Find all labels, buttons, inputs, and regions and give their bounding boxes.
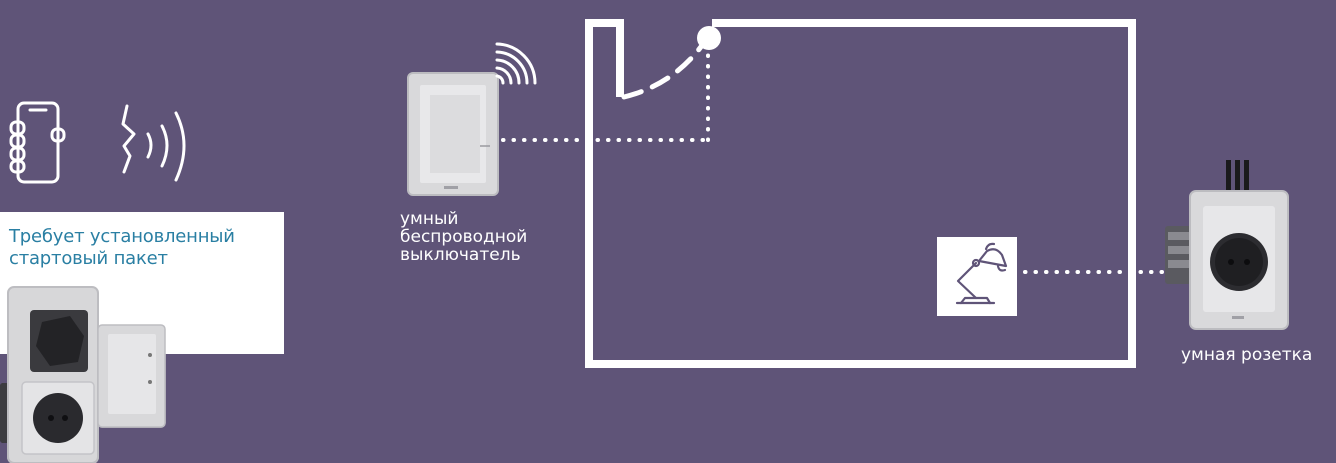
switch-label-line-3: выключатель bbox=[400, 246, 580, 264]
switch-label-line-2: беспроводной bbox=[400, 228, 580, 246]
switch-label-line-1: умный bbox=[400, 210, 580, 228]
smart-switch-label: умный беспроводной выключатель bbox=[400, 210, 580, 264]
smart-socket-label: умная розетка bbox=[1181, 346, 1336, 364]
starter-pack-devices-front bbox=[0, 287, 165, 463]
